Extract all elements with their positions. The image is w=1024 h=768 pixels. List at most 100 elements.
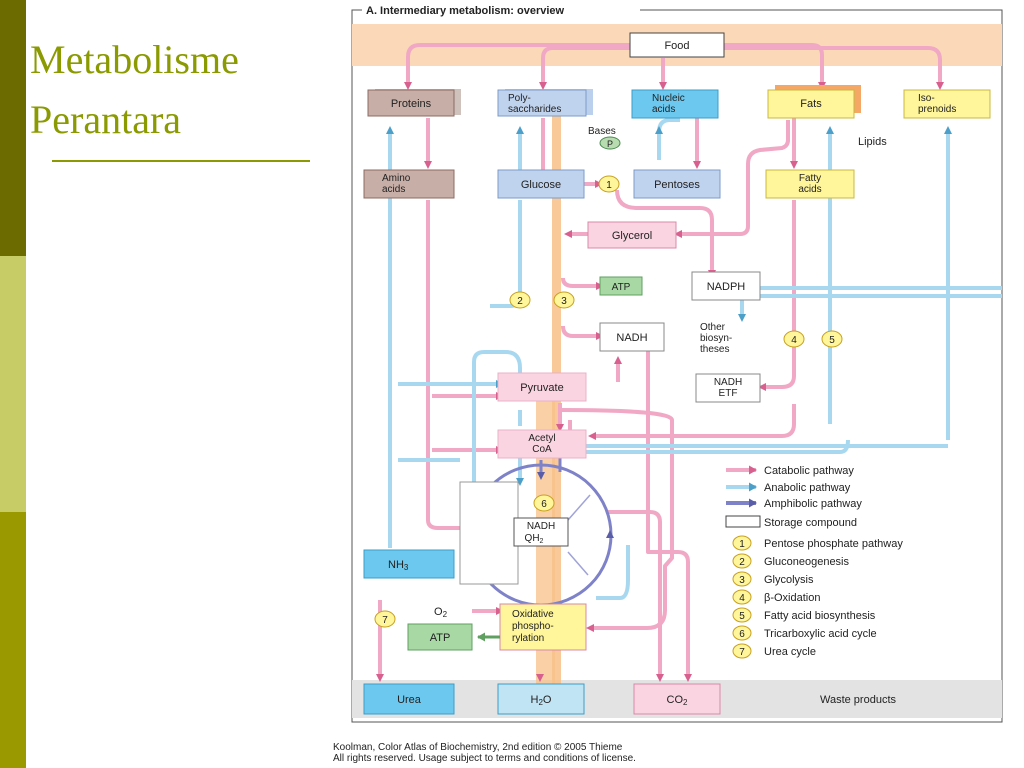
svg-text:QH2: QH2 [525, 533, 544, 545]
svg-text:Urea cycle: Urea cycle [764, 646, 816, 658]
acetyl-coa-node: Acetyl CoA [497, 429, 587, 459]
pathway-marker-4: 4 [783, 330, 805, 348]
svg-text:4: 4 [739, 593, 745, 604]
pathway-marker-1: 1 [598, 175, 620, 193]
atp-output-node: ATP [407, 623, 473, 651]
svg-text:7: 7 [382, 615, 388, 626]
svg-text:5: 5 [829, 335, 835, 346]
svg-text:6: 6 [739, 629, 745, 640]
svg-text:Amino: Amino [382, 173, 411, 184]
nadph-node: NADPH [691, 271, 761, 301]
legend-storage-label: Storage compound [764, 517, 857, 529]
svg-text:2: 2 [517, 296, 523, 307]
svg-text:ATP: ATP [612, 282, 631, 293]
svg-text:Glucose: Glucose [521, 179, 561, 191]
nucleic-acids-node: Nucleic acids [631, 89, 719, 119]
svg-text:saccharides: saccharides [508, 104, 561, 115]
svg-text:Pyruvate: Pyruvate [520, 382, 563, 394]
oxidative-phosphorylation-node: Oxidative phospho- rylation [499, 603, 587, 651]
urea-node: Urea [363, 683, 455, 715]
glucose-node: Glucose [497, 169, 585, 199]
title-underline [52, 160, 310, 162]
legend-item-2: 2 Gluconeogenesis [732, 553, 850, 569]
svg-text:H2O: H2O [531, 694, 552, 707]
fats-node: Fats [767, 85, 861, 119]
nadh-node: NADH [599, 322, 665, 352]
svg-text:phospho-: phospho- [512, 621, 554, 632]
svg-text:ETF: ETF [719, 388, 738, 399]
proteins-node: Proteins [367, 89, 461, 117]
pathway-marker-7: 7 [374, 610, 396, 628]
glycerol-node: Glycerol [587, 221, 677, 249]
fatty-acids-node: Fatty acids [765, 169, 855, 199]
svg-text:prenoids: prenoids [918, 104, 956, 115]
pathway-marker-5: 5 [821, 330, 843, 348]
svg-text:Poly-: Poly- [508, 93, 531, 104]
bases-label: Bases [588, 126, 616, 137]
svg-text:4: 4 [791, 335, 797, 346]
legend-item-1: 1 Pentose phosphate pathway [732, 535, 903, 551]
legend-item-3: 3 Glycolysis [732, 571, 814, 587]
svg-text:acids: acids [798, 184, 821, 195]
pyruvate-node: Pyruvate [497, 372, 587, 402]
legend: Catabolic pathway Anabolic pathway Amphi… [725, 465, 903, 659]
lipids-label: Lipids [858, 136, 887, 148]
svg-text:acids: acids [382, 184, 405, 195]
svg-text:NH3: NH3 [388, 559, 409, 572]
svg-text:Fats: Fats [800, 98, 822, 110]
catabolic-lines [378, 43, 942, 676]
pathway-marker-2: 2 [509, 291, 531, 309]
svg-text:ATP: ATP [430, 632, 451, 644]
other-biosyntheses-line-2: biosyn- [700, 333, 732, 344]
pathway-marker-6: 6 [533, 494, 555, 512]
legend-anabolic-label: Anabolic pathway [764, 482, 851, 494]
svg-text:β-Oxidation: β-Oxidation [764, 592, 820, 604]
nh3-node: NH3 [363, 549, 455, 579]
legend-item-6: 6 Tricarboxylic acid cycle [732, 625, 877, 641]
o2-label: O2 [434, 606, 448, 619]
co2-node: CO2 [633, 683, 721, 715]
credit-line-2: All rights reserved. Usage subject to te… [333, 753, 636, 764]
svg-text:Urea: Urea [397, 694, 422, 706]
svg-text:NADPH: NADPH [707, 281, 746, 293]
svg-text:1: 1 [739, 539, 745, 550]
side-band-bottom [0, 512, 26, 768]
svg-text:Glycolysis: Glycolysis [764, 574, 814, 586]
svg-text:CO2: CO2 [667, 694, 689, 707]
isoprenoids-node: Iso- prenoids [903, 89, 991, 119]
metabolism-diagram: A. Intermediary metabolism: overview [351, 4, 1003, 723]
svg-text:Proteins: Proteins [391, 98, 432, 110]
svg-text:Pentoses: Pentoses [654, 179, 700, 191]
svg-text:Iso-: Iso- [918, 93, 935, 104]
svg-text:Gluconeogenesis: Gluconeogenesis [764, 556, 850, 568]
svg-text:Glycerol: Glycerol [612, 230, 652, 242]
svg-text:2: 2 [739, 557, 745, 568]
legend-amphibolic-label: Amphibolic pathway [764, 498, 862, 510]
svg-text:Fatty acid biosynthesis: Fatty acid biosynthesis [764, 610, 876, 622]
nadh-etf-node: NADH ETF [695, 373, 761, 403]
phosphate-node: P [599, 136, 621, 150]
svg-text:5: 5 [739, 611, 745, 622]
other-biosyntheses-line-1: Other [700, 322, 726, 333]
figure-title: A. Intermediary metabolism: overview [366, 5, 565, 17]
nadh-qh2-node: NADH QH2 [513, 517, 569, 547]
svg-text:1: 1 [606, 180, 612, 191]
svg-text:CoA: CoA [532, 444, 552, 455]
side-band-top [0, 0, 26, 256]
svg-text:6: 6 [541, 499, 547, 510]
food-node: Food [629, 32, 725, 58]
svg-text:rylation: rylation [512, 633, 544, 644]
legend-item-4: 4 β-Oxidation [732, 589, 820, 605]
svg-text:NADH: NADH [527, 521, 555, 532]
slide-title-line-1: Metabolisme [30, 37, 239, 82]
slide-title-line-2: Perantara [30, 97, 182, 142]
svg-text:acids: acids [652, 104, 675, 115]
svg-text:Acetyl: Acetyl [528, 433, 555, 444]
water-node: H2O [497, 683, 585, 715]
legend-storage-swatch [725, 515, 761, 528]
svg-text:Fatty: Fatty [799, 173, 821, 184]
svg-text:Oxidative: Oxidative [512, 609, 554, 620]
waste-products-label: Waste products [820, 694, 897, 706]
svg-text:P: P [607, 139, 613, 149]
storage-box [459, 481, 519, 585]
